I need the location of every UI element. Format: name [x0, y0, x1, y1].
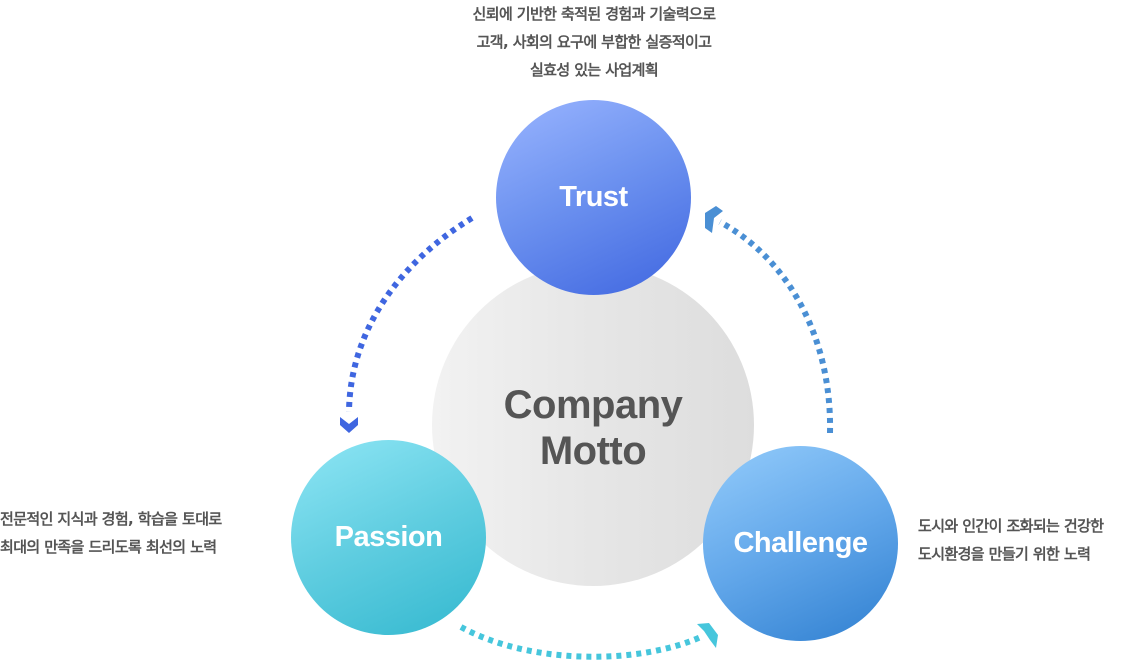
passion-label: Passion [334, 521, 443, 553]
trust-circle: Trust [496, 100, 691, 295]
passion-circle: Passion [291, 440, 486, 635]
arrow-challenge-to-trust [705, 206, 834, 434]
trust-description: 신뢰에 기반한 축적된 경험과 기술력으로 고객, 사회의 요구에 부합한 실증… [394, 0, 794, 84]
arrowhead-up-left-icon [705, 206, 723, 233]
passion-description-line: 최대의 만족을 드리도록 최선의 노력 [0, 538, 217, 556]
center-title-line-1: Company [503, 383, 683, 427]
arrowhead-down-icon [340, 417, 358, 433]
center-title-line-2: Motto [539, 429, 647, 473]
challenge-description-line: 도시와 인간이 조화되는 건강한 [918, 517, 1104, 535]
challenge-description-line: 도시환경을 만들기 위한 노력 [918, 545, 1091, 563]
arrow-trust-to-passion [340, 215, 474, 433]
arrowhead-right-icon [697, 623, 718, 648]
company-motto-center-circle: Company Motto [432, 264, 754, 586]
trust-label: Trust [559, 181, 628, 213]
dotted-arc-challenge-trust [718, 219, 834, 434]
passion-description-line: 전문적인 지식과 경험, 학습을 토대로 [0, 510, 222, 528]
dotted-arc-trust-passion [346, 215, 474, 413]
arrow-passion-to-challenge [459, 623, 718, 660]
company-motto-title: Company Motto [504, 382, 683, 474]
challenge-circle: Challenge [703, 446, 898, 641]
dotted-arc-passion-challenge [459, 624, 705, 660]
challenge-label: Challenge [733, 527, 868, 559]
trust-description-line: 실효성 있는 사업계획 [529, 61, 659, 79]
trust-description-line: 신뢰에 기반한 축적된 경험과 기술력으로 [472, 5, 716, 23]
trust-description-line: 고객, 사회의 요구에 부합한 실증적이고 [476, 33, 712, 51]
passion-description: 전문적인 지식과 경험, 학습을 토대로 최대의 만족을 드리도록 최선의 노력 [0, 505, 222, 561]
challenge-description: 도시와 인간이 조화되는 건강한 도시환경을 만들기 위한 노력 [918, 512, 1104, 568]
